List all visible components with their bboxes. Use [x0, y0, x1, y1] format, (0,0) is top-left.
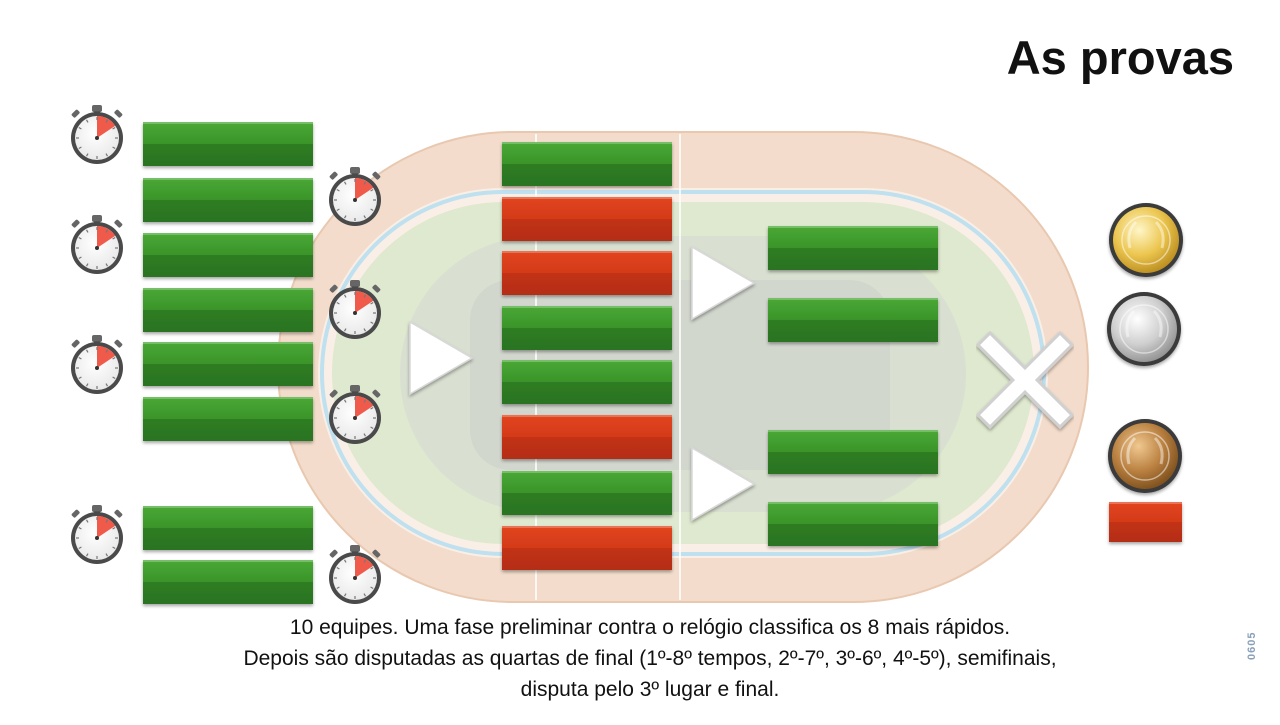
- semifinal-bar: [768, 502, 938, 546]
- quarterfinal-bar: [502, 197, 672, 241]
- play-arrow-icon: [691, 446, 756, 522]
- quarterfinal-bar: [502, 251, 672, 295]
- caption-line-3: disputa pelo 3º lugar e final.: [520, 678, 780, 701]
- bronze-medal-icon: [1108, 419, 1182, 493]
- stopwatch-icon: [71, 505, 123, 564]
- quarterfinal-bar: [502, 415, 672, 459]
- preliminary-bar: [143, 178, 313, 222]
- preliminary-bar: [143, 342, 313, 386]
- page-title: As provas: [1006, 31, 1234, 84]
- side-code: 0605: [1246, 631, 1258, 660]
- semifinal-bar: [768, 298, 938, 342]
- quarterfinal-bar: [502, 526, 672, 570]
- quarterfinal-bar: [502, 360, 672, 404]
- gold-medal-icon: [1109, 203, 1183, 277]
- preliminary-bar: [143, 506, 313, 550]
- running-track: [277, 131, 1089, 603]
- preliminary-bar: [143, 288, 313, 332]
- preliminary-bar: [143, 122, 313, 166]
- stopwatch-icon: [329, 545, 381, 604]
- preliminary-bar: [143, 397, 313, 441]
- semifinal-bar: [768, 430, 938, 474]
- caption-line-1: 10 equipes. Uma fase preliminar contra o…: [289, 616, 1011, 639]
- preliminary-bar: [143, 233, 313, 277]
- semifinal-bar: [768, 226, 938, 270]
- stopwatch-icon: [329, 385, 381, 444]
- stopwatch-icon: [71, 215, 123, 274]
- stopwatch-icon: [329, 167, 381, 226]
- play-arrow-icon: [409, 320, 474, 396]
- bronze-final-bar: [1109, 502, 1182, 542]
- quarterfinal-bar: [502, 306, 672, 350]
- stopwatch-icon: [71, 105, 123, 164]
- quarterfinal-bar: [502, 142, 672, 186]
- caption: 10 equipes. Uma fase preliminar contra o…: [120, 612, 1180, 705]
- stopwatch-icon: [329, 280, 381, 339]
- bracket-marks: [71, 105, 1183, 604]
- cross-icon: [975, 330, 1075, 430]
- quarterfinal-bar: [502, 471, 672, 515]
- silver-medal-icon: [1107, 292, 1181, 366]
- preliminary-bar: [143, 560, 313, 604]
- play-arrow-icon: [691, 245, 756, 321]
- caption-line-2: Depois são disputadas as quartas de fina…: [243, 647, 1057, 670]
- stopwatch-icon: [71, 335, 123, 394]
